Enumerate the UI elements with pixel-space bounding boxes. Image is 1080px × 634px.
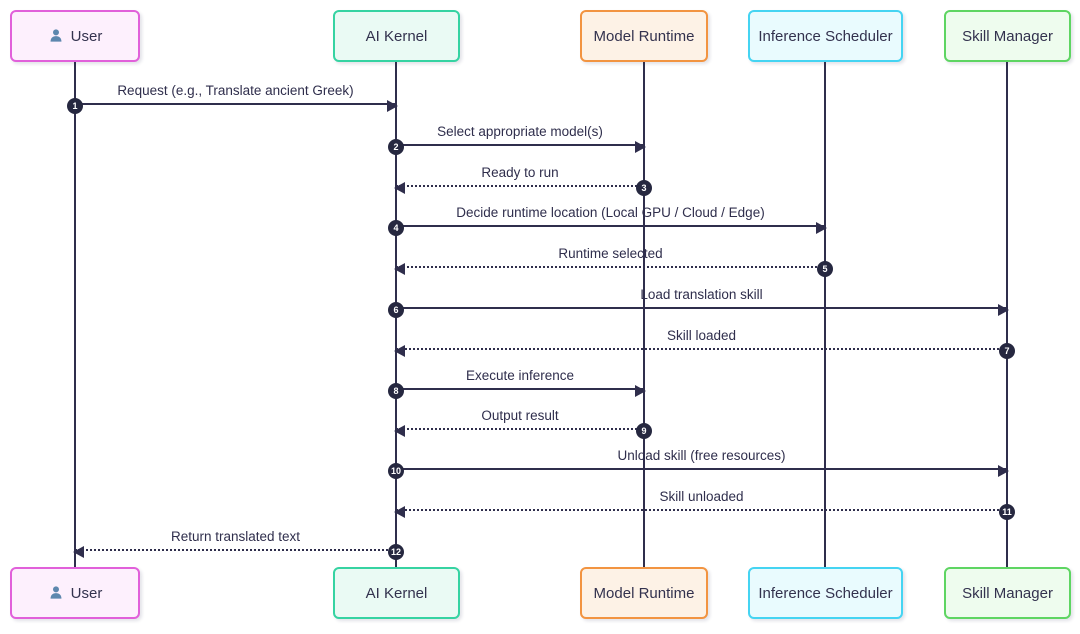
- sequence-number-badge: 4: [388, 220, 404, 236]
- person-icon: [48, 585, 64, 601]
- arrowhead-icon: [998, 304, 1009, 316]
- sequence-number-badge: 10: [388, 463, 404, 479]
- message-8: Execute inference 8: [388, 367, 646, 399]
- message-arrow: 9: [394, 423, 652, 439]
- message-4: Decide runtime location (Local GPU / Clo…: [388, 204, 827, 236]
- actor-ai-kernel-bottom: AI Kernel: [333, 567, 460, 619]
- sequence-number-badge: 3: [636, 180, 652, 196]
- actor-label: Inference Scheduler: [758, 584, 893, 602]
- actor-label: AI Kernel: [365, 27, 428, 45]
- arrowhead-icon: [635, 385, 646, 397]
- sequence-number-badge: 12: [388, 544, 404, 560]
- message-label: Output result: [481, 408, 559, 423]
- message-6: Load translation skill 6: [388, 286, 1009, 318]
- actor-label: Model Runtime: [593, 27, 695, 45]
- message-arrow: 12: [73, 544, 404, 560]
- message-label: Skill unloaded: [659, 489, 744, 504]
- lifeline-inference-scheduler: [824, 62, 826, 568]
- message-12: Return translated text 12: [73, 528, 404, 560]
- actor-inference-scheduler-top: Inference Scheduler: [748, 10, 903, 62]
- sequence-number-badge: 2: [388, 139, 404, 155]
- message-arrow: 6: [388, 302, 1009, 318]
- lifeline-model-runtime: [643, 62, 645, 568]
- sequence-number-badge: 6: [388, 302, 404, 318]
- actor-user-bottom: User: [10, 567, 140, 619]
- sequence-number-badge: 11: [999, 504, 1015, 520]
- arrowhead-icon: [998, 465, 1009, 477]
- sequence-number-badge: 5: [817, 261, 833, 277]
- actor-inference-scheduler-bottom: Inference Scheduler: [748, 567, 903, 619]
- message-5: Runtime selected 5: [394, 245, 833, 277]
- arrowhead-icon: [387, 100, 398, 112]
- message-2: Select appropriate model(s) 2: [388, 123, 646, 155]
- message-label: Select appropriate model(s): [437, 124, 603, 139]
- arrowhead-icon: [635, 141, 646, 153]
- message-arrow: 1: [67, 98, 398, 114]
- sequence-number-badge: 9: [636, 423, 652, 439]
- message-7: Skill loaded 7: [394, 327, 1015, 359]
- message-arrow: 7: [394, 343, 1015, 359]
- message-label: Decide runtime location (Local GPU / Clo…: [456, 205, 765, 220]
- message-3: Ready to run 3: [394, 164, 652, 196]
- actor-user-top: User: [10, 10, 140, 62]
- lifeline-user: [74, 62, 76, 568]
- message-9: Output result 9: [394, 407, 652, 439]
- arrowhead-icon: [394, 345, 405, 357]
- arrowhead-icon: [73, 546, 84, 558]
- actor-label: User: [70, 27, 103, 45]
- message-arrow: 10: [388, 463, 1009, 479]
- arrowhead-icon: [394, 425, 405, 437]
- message-label: Ready to run: [481, 165, 559, 180]
- arrowhead-icon: [394, 182, 405, 194]
- actor-model-runtime-top: Model Runtime: [580, 10, 708, 62]
- arrowhead-icon: [394, 506, 405, 518]
- actor-label: Model Runtime: [593, 584, 695, 602]
- sequence-number-badge: 8: [388, 383, 404, 399]
- arrowhead-icon: [394, 263, 405, 275]
- actor-label: Skill Manager: [962, 584, 1053, 602]
- actor-skill-manager-bottom: Skill Manager: [944, 567, 1071, 619]
- message-11: Skill unloaded 11: [394, 488, 1015, 520]
- message-label: Request (e.g., Translate ancient Greek): [117, 83, 354, 98]
- message-label: Load translation skill: [640, 287, 763, 302]
- message-label: Unload skill (free resources): [617, 448, 786, 463]
- message-10: Unload skill (free resources) 10: [388, 447, 1009, 479]
- message-arrow: 4: [388, 220, 827, 236]
- message-arrow: 2: [388, 139, 646, 155]
- sequence-number-badge: 1: [67, 98, 83, 114]
- actor-label: Inference Scheduler: [758, 27, 893, 45]
- person-icon: [48, 28, 64, 44]
- actor-label: User: [70, 584, 103, 602]
- actor-ai-kernel-top: AI Kernel: [333, 10, 460, 62]
- message-arrow: 5: [394, 261, 833, 277]
- actor-skill-manager-top: Skill Manager: [944, 10, 1071, 62]
- actor-label: Skill Manager: [962, 27, 1053, 45]
- message-1: Request (e.g., Translate ancient Greek) …: [67, 82, 398, 114]
- message-label: Execute inference: [465, 368, 575, 383]
- message-label: Return translated text: [170, 529, 301, 544]
- sequence-number-badge: 7: [999, 343, 1015, 359]
- message-arrow: 8: [388, 383, 646, 399]
- message-arrow: 3: [394, 180, 652, 196]
- message-label: Runtime selected: [558, 246, 663, 261]
- actor-model-runtime-bottom: Model Runtime: [580, 567, 708, 619]
- arrowhead-icon: [816, 222, 827, 234]
- message-arrow: 11: [394, 504, 1015, 520]
- message-label: Skill loaded: [666, 328, 737, 343]
- actor-label: AI Kernel: [365, 584, 428, 602]
